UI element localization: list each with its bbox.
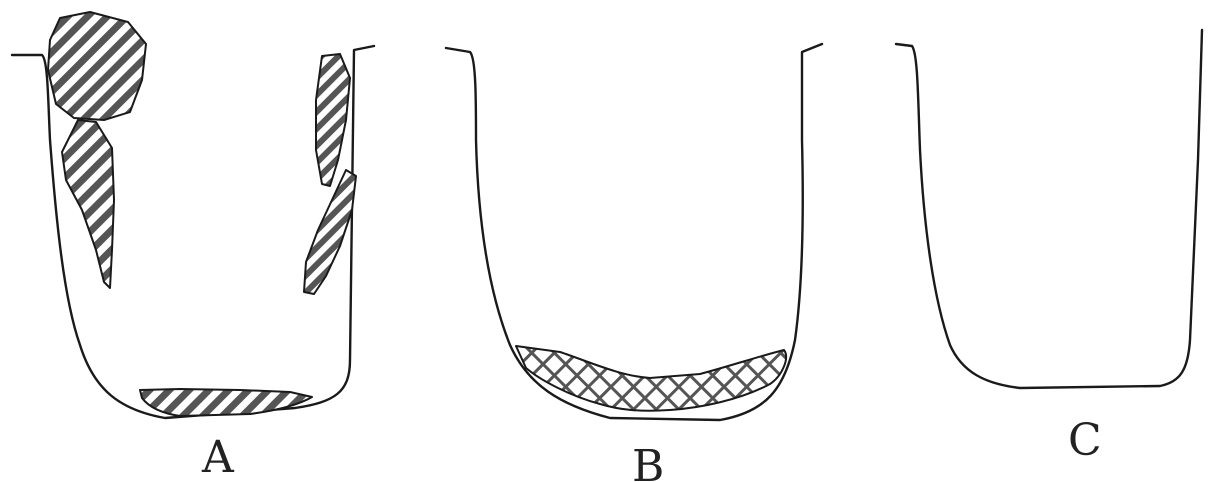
panel-label-b: B (632, 441, 664, 482)
deposit-a-bottom (140, 389, 312, 416)
vessel-c-outline (896, 30, 1202, 388)
panel-c: C (896, 30, 1202, 466)
panel-label-c: C (1068, 415, 1102, 466)
panel-b: B (446, 44, 822, 482)
deposit-a-upper-right (316, 54, 350, 186)
panel-label-a: A (201, 432, 235, 482)
panel-a: A (12, 12, 374, 482)
deposit-b-bottom (516, 346, 786, 411)
deposit-a-lower-left (62, 120, 114, 288)
deposit-a-lower-right (304, 170, 356, 294)
deposit-a-upper-left (48, 12, 146, 120)
